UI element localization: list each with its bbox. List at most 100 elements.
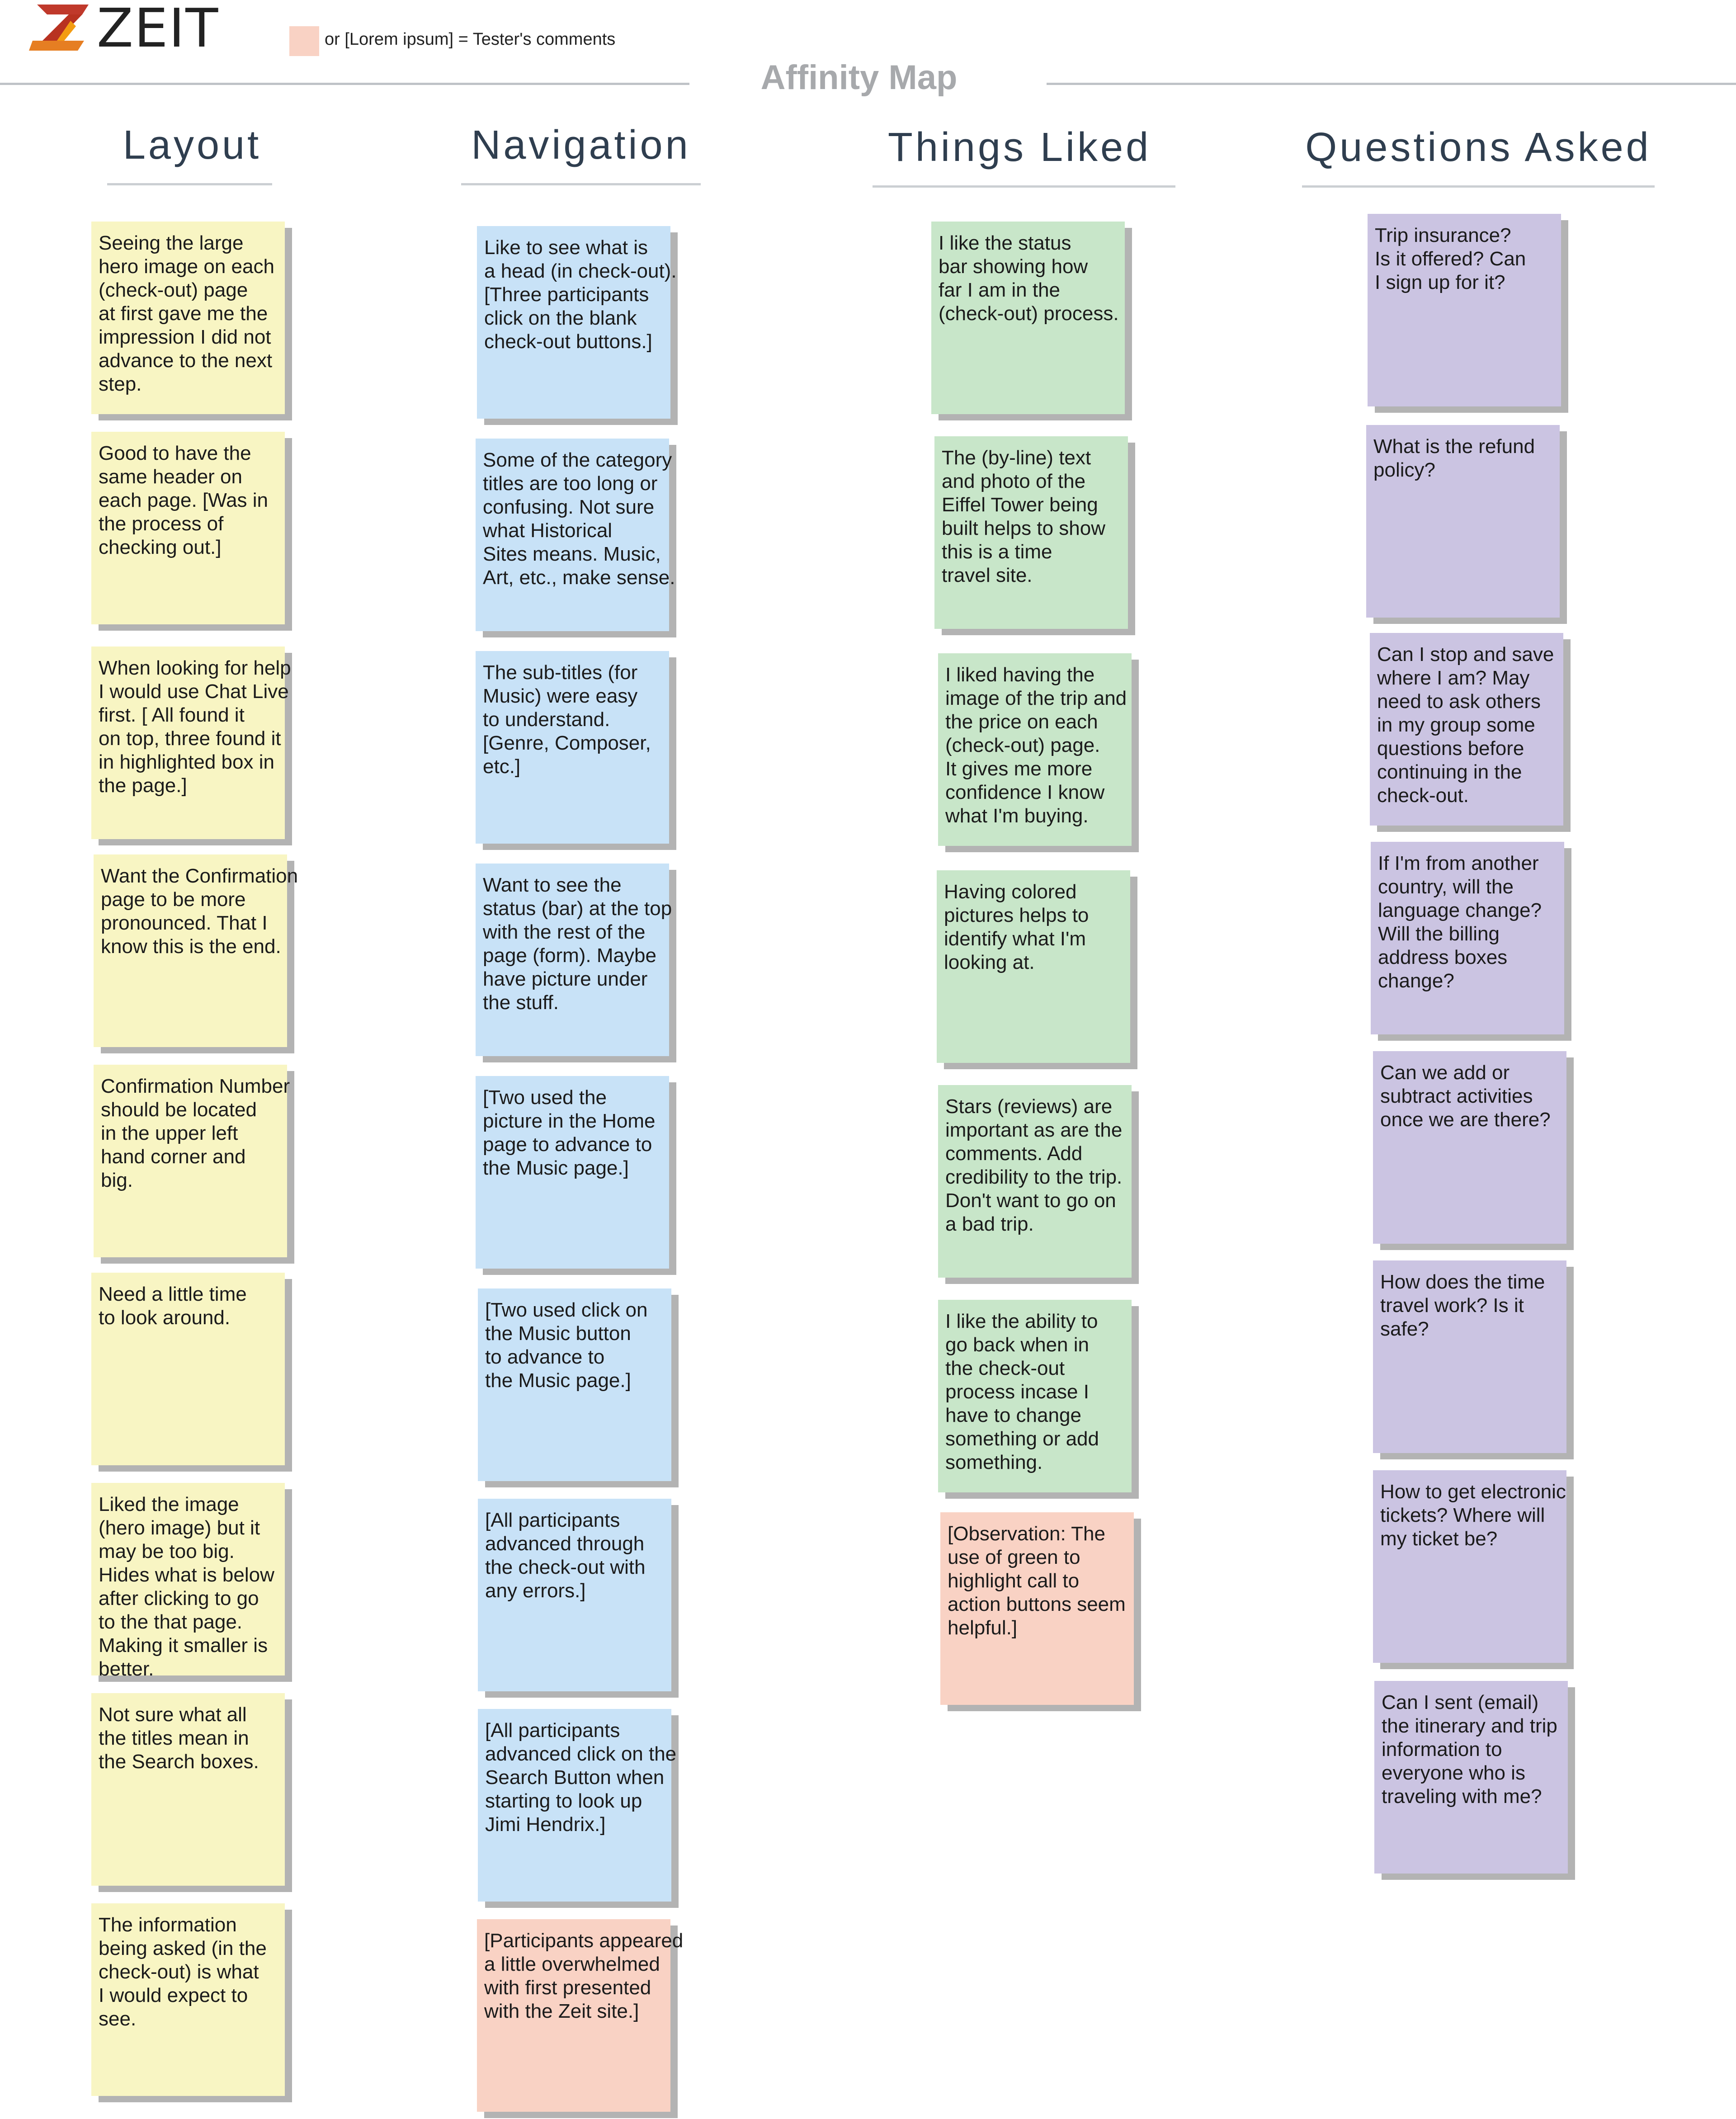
note-text-line: [Observation: The: [948, 1523, 1105, 1545]
note-text-line: everyone who is: [1382, 1762, 1525, 1784]
note-text-line: advance to the next: [99, 349, 273, 372]
note-text-line: Some of the category: [483, 449, 672, 471]
note-text-line: highlight call to: [948, 1570, 1080, 1592]
note-text-line: information to: [1382, 1738, 1502, 1760]
note-text-line: safe?: [1380, 1318, 1429, 1340]
note-text-line: the check-out: [945, 1357, 1065, 1379]
note-text-line: to look around.: [99, 1307, 231, 1329]
note-text-line: a bad trip.: [945, 1213, 1034, 1235]
sticky-note-questions-asked-8[interactable]: Can I sent (email)the itinerary and trip…: [1374, 1681, 1568, 1874]
note-text-line: check-out.: [1377, 784, 1469, 807]
column-underline-things-liked: [873, 185, 1175, 188]
note-text-line: a head (in check-out).: [484, 260, 677, 282]
note-text-line: Making it smaller is: [99, 1634, 268, 1657]
note-text-line: each page. [Was in: [99, 489, 269, 511]
note-text-line: advanced click on the: [485, 1743, 677, 1765]
note-text-line: comments. Add: [945, 1142, 1083, 1165]
note-text-line: process incase I: [945, 1381, 1089, 1403]
note-text-line: after clicking to go: [99, 1587, 259, 1609]
note-text-line: where I am? May: [1377, 667, 1530, 689]
note-text-line: the Music page.]: [483, 1157, 629, 1179]
note-text-line: the itinerary and trip: [1382, 1715, 1557, 1737]
note-text-line: credibility to the trip.: [945, 1166, 1123, 1188]
note-text-line: I like the status: [939, 232, 1071, 254]
note-text-line: impression I did not: [99, 326, 271, 348]
note-text-line: country, will the: [1378, 876, 1514, 898]
note-text-line: the check-out with: [485, 1556, 646, 1578]
note-text-line: to the that page.: [99, 1611, 243, 1633]
note-text-line: built helps to show: [942, 517, 1105, 539]
note-text-line: continuing in the: [1377, 761, 1522, 783]
note-text-line: pictures helps to: [944, 904, 1089, 926]
note-text-line: a little overwhelmed: [484, 1953, 660, 1975]
note-text-line: Eiffel Tower being: [942, 494, 1098, 516]
note-text-line: this is a time: [942, 541, 1052, 563]
column-heading-layout: Layout: [123, 123, 262, 168]
note-text-line: may be too big.: [99, 1540, 235, 1562]
column-underline-navigation: [461, 183, 701, 185]
note-text-line: the stuff.: [483, 991, 559, 1014]
note-text-line: what Historical: [483, 519, 613, 542]
zeit-logo-mark-icon: [29, 5, 89, 51]
note-text-line: page to be more: [101, 888, 246, 911]
note-text-line: once we are there?: [1380, 1109, 1551, 1131]
note-text-line: identify what I'm: [944, 928, 1086, 950]
note-text-line: have picture under: [483, 968, 648, 990]
note-text-line: my ticket be?: [1380, 1528, 1498, 1550]
note-text-line: Music) were easy: [483, 685, 638, 707]
note-text-line: change?: [1378, 970, 1454, 992]
note-text-line: [Two used the: [483, 1086, 607, 1109]
note-text-line: click on the blank: [484, 307, 637, 329]
note-text-line: etc.]: [483, 755, 521, 778]
note-text-line: step.: [99, 373, 142, 395]
note-text-line: status (bar) at the top: [483, 897, 672, 920]
note-text-line: language change?: [1378, 899, 1542, 921]
note-text-line: the Music button: [485, 1322, 631, 1345]
note-text-line: need to ask others: [1377, 690, 1541, 713]
note-text-line: subtract activities: [1380, 1085, 1533, 1107]
note-text-line: questions before: [1377, 737, 1524, 760]
note-text-line: page to advance to: [483, 1133, 652, 1156]
column-heading-things-liked: Things Liked: [887, 125, 1151, 170]
note-text-line: Don't want to go on: [945, 1189, 1116, 1212]
note-text-line: Want to see the: [483, 874, 622, 896]
note-text-line: Good to have the: [99, 442, 251, 464]
note-text-line: hand corner and: [101, 1146, 246, 1168]
legend-swatch: [289, 26, 319, 56]
note-text-line: [Three participants: [484, 283, 649, 306]
note-text-line: pronounced. That I: [101, 912, 268, 934]
note-text-line: Will the billing: [1378, 923, 1500, 945]
